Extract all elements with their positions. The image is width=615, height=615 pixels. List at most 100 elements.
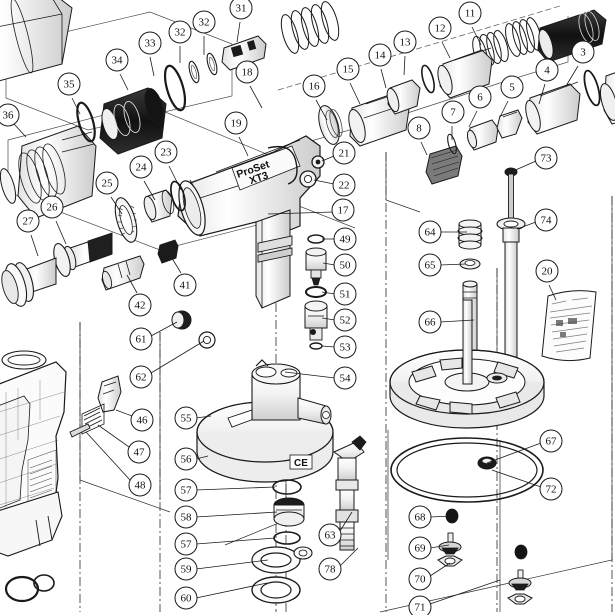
callout-bubble[interactable] (333, 253, 357, 277)
callout-bubble[interactable] (174, 406, 198, 430)
callout-bubble[interactable] (40, 195, 64, 219)
callout-62[interactable]: 62 (129, 340, 205, 389)
callout-4[interactable]: 4 (535, 58, 559, 105)
callout-bubble[interactable] (128, 473, 152, 497)
callout-26[interactable]: 26 (40, 195, 67, 245)
callout-48[interactable]: 48 (85, 431, 152, 497)
callout-63[interactable]: 63 (318, 511, 353, 547)
callout-bubble[interactable] (127, 440, 151, 464)
callout-bubble[interactable] (539, 477, 563, 501)
callout-bubble[interactable] (428, 16, 452, 40)
callout-bubble[interactable] (235, 60, 259, 84)
callout-42[interactable]: 42 (126, 274, 152, 317)
callout-34[interactable]: 34 (105, 48, 129, 91)
callout-bubble[interactable] (332, 173, 356, 197)
callout-bubble[interactable] (174, 532, 198, 556)
callout-bubble[interactable] (408, 567, 432, 591)
callout-3[interactable]: 3 (565, 40, 595, 87)
callout-bubble[interactable] (224, 111, 248, 135)
callout-bubble[interactable] (333, 282, 357, 306)
callout-51[interactable]: 51 (321, 282, 357, 306)
callout-bubble[interactable] (154, 140, 178, 164)
callout-bubble[interactable] (129, 365, 153, 389)
callout-57[interactable]: 57 (174, 478, 276, 502)
callout-bubble[interactable] (408, 536, 432, 560)
callout-27[interactable]: 27 (16, 209, 40, 257)
callout-25[interactable]: 25 (95, 171, 123, 215)
callout-20[interactable]: 20 (535, 259, 559, 301)
callout-32[interactable]: 32 (192, 10, 216, 55)
callout-5[interactable]: 5 (499, 75, 524, 118)
callout-68[interactable]: 68 (408, 505, 453, 529)
callout-bubble[interactable] (407, 116, 431, 140)
callout-bubble[interactable] (174, 557, 198, 581)
callout-bubble[interactable] (57, 72, 81, 96)
callout-bubble[interactable] (539, 429, 563, 453)
callout-bubble[interactable] (129, 327, 153, 351)
callout-36[interactable]: 36 (0, 103, 27, 138)
callout-66[interactable]: 66 (418, 310, 475, 334)
callout-54[interactable]: 54 (284, 366, 357, 390)
callout-bubble[interactable] (333, 308, 357, 332)
callout-bubble[interactable] (535, 259, 559, 283)
callout-bubble[interactable] (333, 227, 357, 251)
callout-bubble[interactable] (535, 58, 559, 82)
callout-21[interactable]: 21 (321, 141, 356, 165)
callout-69[interactable]: 69 (408, 536, 450, 560)
callout-bubble[interactable] (458, 1, 482, 25)
callout-bubble[interactable] (173, 273, 197, 297)
callout-78[interactable]: 78 (318, 547, 359, 581)
callout-65[interactable]: 65 (418, 253, 467, 277)
callout-35[interactable]: 35 (57, 72, 81, 115)
callout-8[interactable]: 8 (407, 116, 431, 156)
callout-bubble[interactable] (174, 478, 198, 502)
callout-bubble[interactable] (229, 0, 253, 20)
callout-bubble[interactable] (128, 293, 152, 317)
callout-bubble[interactable] (130, 408, 154, 432)
callout-17[interactable]: 17 (267, 198, 355, 222)
callout-57[interactable]: 57 (174, 532, 276, 556)
callout-bubble[interactable] (408, 595, 432, 615)
callout-bubble[interactable] (168, 20, 192, 44)
callout-47[interactable]: 47 (97, 424, 151, 464)
callout-23[interactable]: 23 (154, 140, 182, 191)
callout-59[interactable]: 59 (174, 557, 269, 581)
callout-70[interactable]: 70 (408, 562, 451, 591)
callout-bubble[interactable] (331, 198, 355, 222)
callout-67[interactable]: 67 (486, 429, 563, 464)
callout-71[interactable]: 71 (408, 579, 501, 615)
callout-bubble[interactable] (571, 40, 595, 64)
callout-bubble[interactable] (174, 447, 198, 471)
callout-bubble[interactable] (318, 557, 342, 581)
callout-bubble[interactable] (332, 141, 356, 165)
callout-bubble[interactable] (192, 10, 216, 34)
callout-46[interactable]: 46 (115, 408, 154, 432)
callout-6[interactable]: 6 (468, 85, 492, 128)
callout-bubble[interactable] (534, 208, 558, 232)
callout-bubble[interactable] (500, 75, 524, 99)
callout-50[interactable]: 50 (322, 253, 357, 277)
callout-11[interactable]: 11 (458, 1, 482, 46)
callout-13[interactable]: 13 (393, 30, 417, 76)
callout-32[interactable]: 32 (168, 20, 192, 63)
callout-bubble[interactable] (368, 43, 392, 67)
callout-7[interactable]: 7 (441, 100, 465, 140)
callout-14[interactable]: 14 (368, 43, 392, 89)
callout-bubble[interactable] (468, 85, 492, 109)
callout-bubble[interactable] (418, 253, 442, 277)
callout-bubble[interactable] (333, 366, 357, 390)
callout-53[interactable]: 53 (321, 335, 357, 359)
callout-60[interactable]: 60 (174, 582, 268, 610)
callout-52[interactable]: 52 (321, 308, 357, 332)
callout-16[interactable]: 16 (302, 74, 328, 121)
callout-56[interactable]: 56 (174, 447, 209, 471)
callout-74[interactable]: 74 (516, 208, 558, 232)
callout-41[interactable]: 41 (169, 254, 197, 297)
callout-55[interactable]: 55 (174, 406, 212, 430)
callout-15[interactable]: 15 (336, 57, 361, 105)
callout-bubble[interactable] (302, 74, 326, 98)
callout-bubble[interactable] (333, 335, 357, 359)
callout-bubble[interactable] (534, 146, 558, 170)
callout-24[interactable]: 24 (129, 155, 156, 201)
callout-73[interactable]: 73 (510, 146, 558, 173)
